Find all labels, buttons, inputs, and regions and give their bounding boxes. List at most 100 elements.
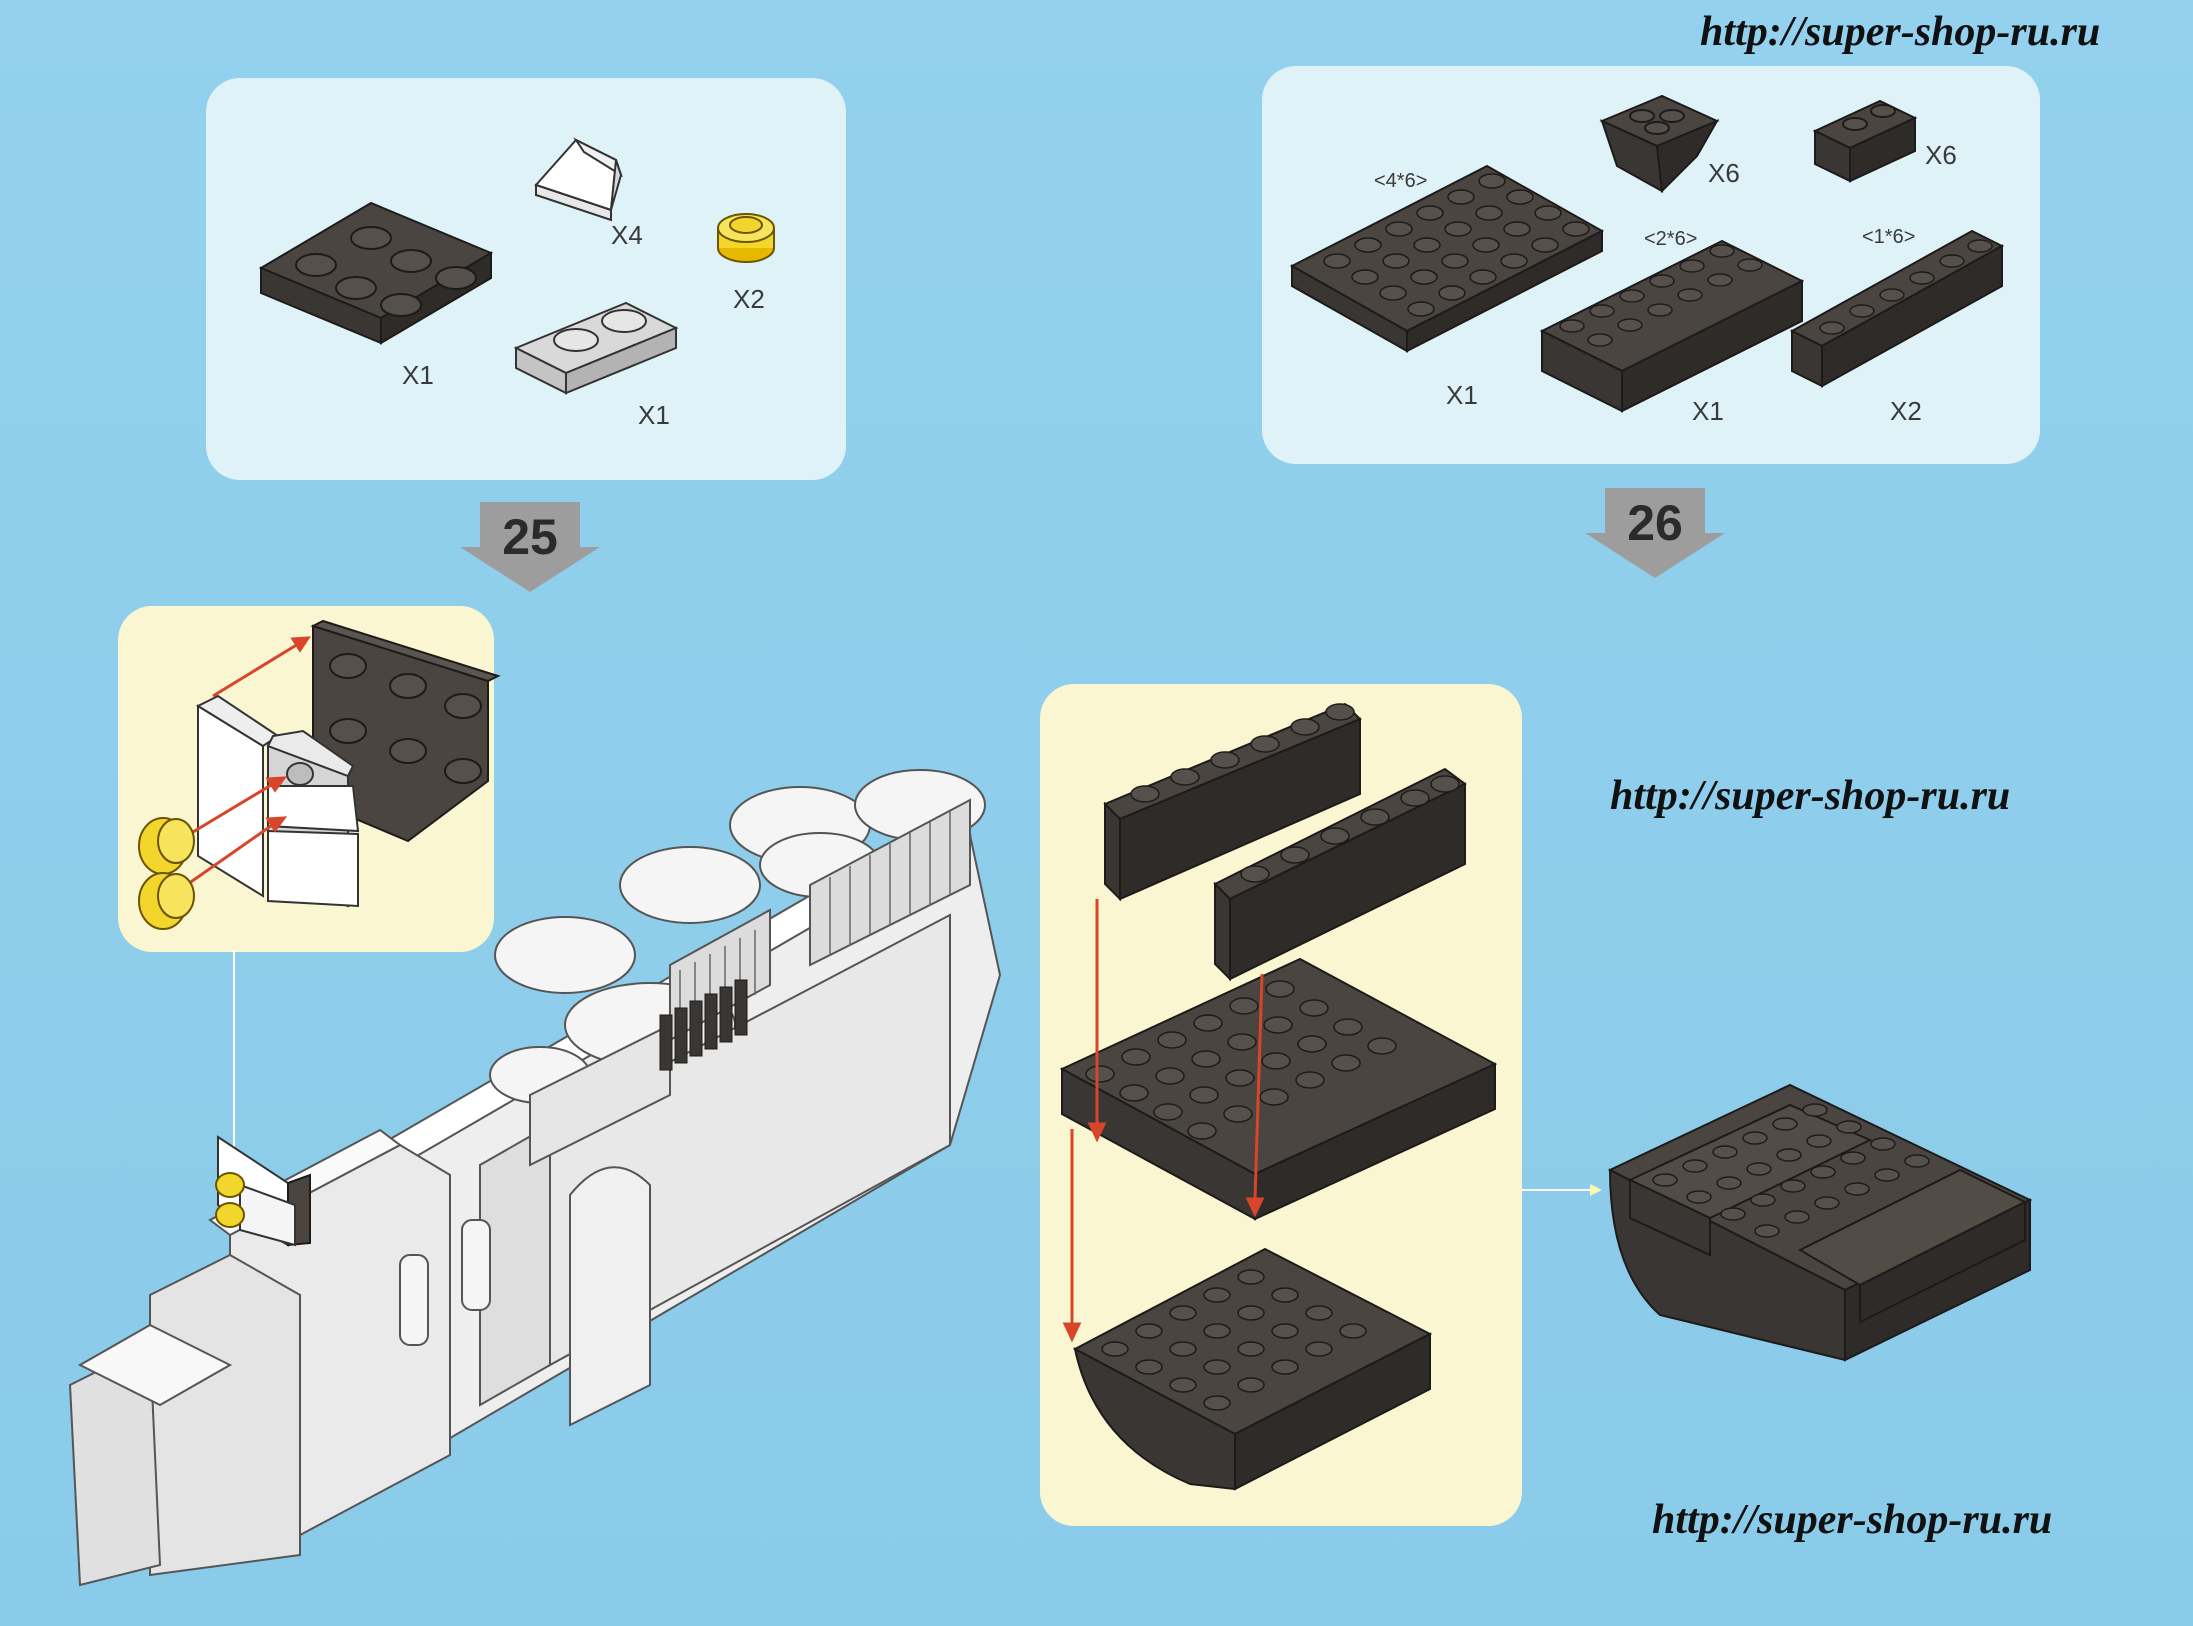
- stud: [1438, 285, 1466, 301]
- size-label-1x6: <1*6>: [1862, 226, 1916, 248]
- step26-indicator: 26: [1585, 488, 1725, 578]
- qty-white-slope: X4: [611, 220, 643, 250]
- stud: [1225, 1069, 1255, 1087]
- stud: [1562, 221, 1590, 237]
- headlight-subassembly-diagram: [138, 619, 501, 930]
- qty-dark-plate: X1: [402, 360, 434, 390]
- stud: [1874, 1168, 1900, 1182]
- stud: [1416, 205, 1444, 221]
- watermark-top: http://super-shop-ru.ru: [1700, 9, 2101, 55]
- stud: [1203, 1395, 1231, 1411]
- stud: [1351, 269, 1379, 285]
- stud: [1354, 237, 1382, 253]
- dark-brick-1x6-icon: [1789, 229, 2005, 388]
- dark-brick-2x6-icon: [1539, 239, 1805, 413]
- yellow-round-stud-icon: [717, 213, 775, 263]
- stud: [1333, 1018, 1363, 1036]
- stud: [1299, 999, 1329, 1017]
- qty-gray-plate: X1: [638, 400, 670, 430]
- stud: [1385, 221, 1413, 237]
- dark-inverted-slope-icon: [1599, 94, 1720, 194]
- stud: [1810, 1165, 1836, 1179]
- stud: [1559, 319, 1585, 333]
- stud: [1746, 1162, 1772, 1176]
- stud: [1297, 1035, 1327, 1053]
- stud: [1806, 1134, 1832, 1148]
- step25-parts-panel: X1 X4 X2 X1: [206, 78, 846, 480]
- stud: [1382, 253, 1410, 269]
- size-label-4x6: <4*6>: [1374, 170, 1428, 192]
- stud: [1263, 1016, 1293, 1034]
- step26-subassembly-panel: [1040, 684, 1522, 1526]
- dark-brick-1x2-icon: [1812, 99, 1918, 183]
- stud: [1237, 1377, 1265, 1393]
- stud: [1707, 273, 1733, 287]
- stud: [1870, 1137, 1896, 1151]
- stud: [1223, 1105, 1253, 1123]
- stud: [1203, 1323, 1231, 1339]
- white-slope-icon: [534, 137, 623, 222]
- stud: [1844, 1182, 1870, 1196]
- light-gray-plate-1x2-icon: [513, 301, 679, 395]
- stud: [1802, 1103, 1828, 1117]
- stud: [1229, 997, 1259, 1015]
- stud: [1503, 221, 1531, 237]
- stud: [1153, 1103, 1183, 1121]
- assembled-base-diagram: [1607, 1083, 2033, 1362]
- stud: [1379, 285, 1407, 301]
- stud: [1305, 1341, 1333, 1357]
- step26-parts-panel: X6 X6 <4*6> X1 <2*6> X1: [1262, 66, 2040, 464]
- stud: [1784, 1210, 1810, 1224]
- stud: [1101, 1341, 1129, 1357]
- connector-arrow: [1522, 1184, 1602, 1196]
- stud: [1478, 173, 1506, 189]
- stud: [1469, 269, 1497, 285]
- step26-number: 26: [1627, 495, 1683, 551]
- stud: [1649, 274, 1675, 288]
- stud: [1367, 1037, 1397, 1055]
- size-label-2x6: <2*6>: [1644, 228, 1698, 250]
- stud: [1261, 1052, 1291, 1070]
- stud: [1652, 1173, 1678, 1187]
- stud: [1447, 189, 1475, 205]
- stud: [1265, 980, 1295, 998]
- stud: [1237, 1305, 1265, 1321]
- step25-subassembly-panel: [118, 606, 501, 952]
- stud: [1754, 1224, 1780, 1238]
- stud: [1189, 1086, 1219, 1104]
- stud: [1135, 1323, 1163, 1339]
- stud: [1677, 288, 1703, 302]
- stud: [1750, 1193, 1776, 1207]
- stud: [1617, 318, 1643, 332]
- stud: [1169, 1305, 1197, 1321]
- stud: [1169, 1377, 1197, 1393]
- qty-brick-1x6: X2: [1890, 396, 1922, 426]
- stud: [1119, 1084, 1149, 1102]
- stud: [1339, 1323, 1367, 1339]
- stud: [1187, 1122, 1217, 1140]
- stud: [1776, 1148, 1802, 1162]
- down-arrow-icon: [460, 502, 600, 592]
- watermark-middle: http://super-shop-ru.ru: [1610, 773, 2011, 819]
- qty-plate-4x6: X1: [1446, 380, 1478, 410]
- stud: [1295, 1071, 1325, 1089]
- stud: [1737, 258, 1763, 272]
- qty-brick-1x2: X6: [1925, 140, 1957, 170]
- stud: [1686, 1190, 1712, 1204]
- stud: [1904, 1154, 1930, 1168]
- down-arrow-icon: [1585, 488, 1725, 578]
- stud: [1410, 269, 1438, 285]
- step25-indicator: 25: [460, 502, 600, 592]
- stud: [1772, 1117, 1798, 1131]
- stud: [1305, 1305, 1333, 1321]
- stud: [1441, 253, 1469, 269]
- stud: [1589, 304, 1615, 318]
- stud: [1742, 1131, 1768, 1145]
- base-subassembly-diagram: [1059, 702, 1498, 1491]
- stud: [1679, 259, 1705, 273]
- stud: [1271, 1359, 1299, 1375]
- qty-brick-2x6: X1: [1692, 396, 1724, 426]
- stud: [1157, 1031, 1187, 1049]
- stud: [1203, 1359, 1231, 1375]
